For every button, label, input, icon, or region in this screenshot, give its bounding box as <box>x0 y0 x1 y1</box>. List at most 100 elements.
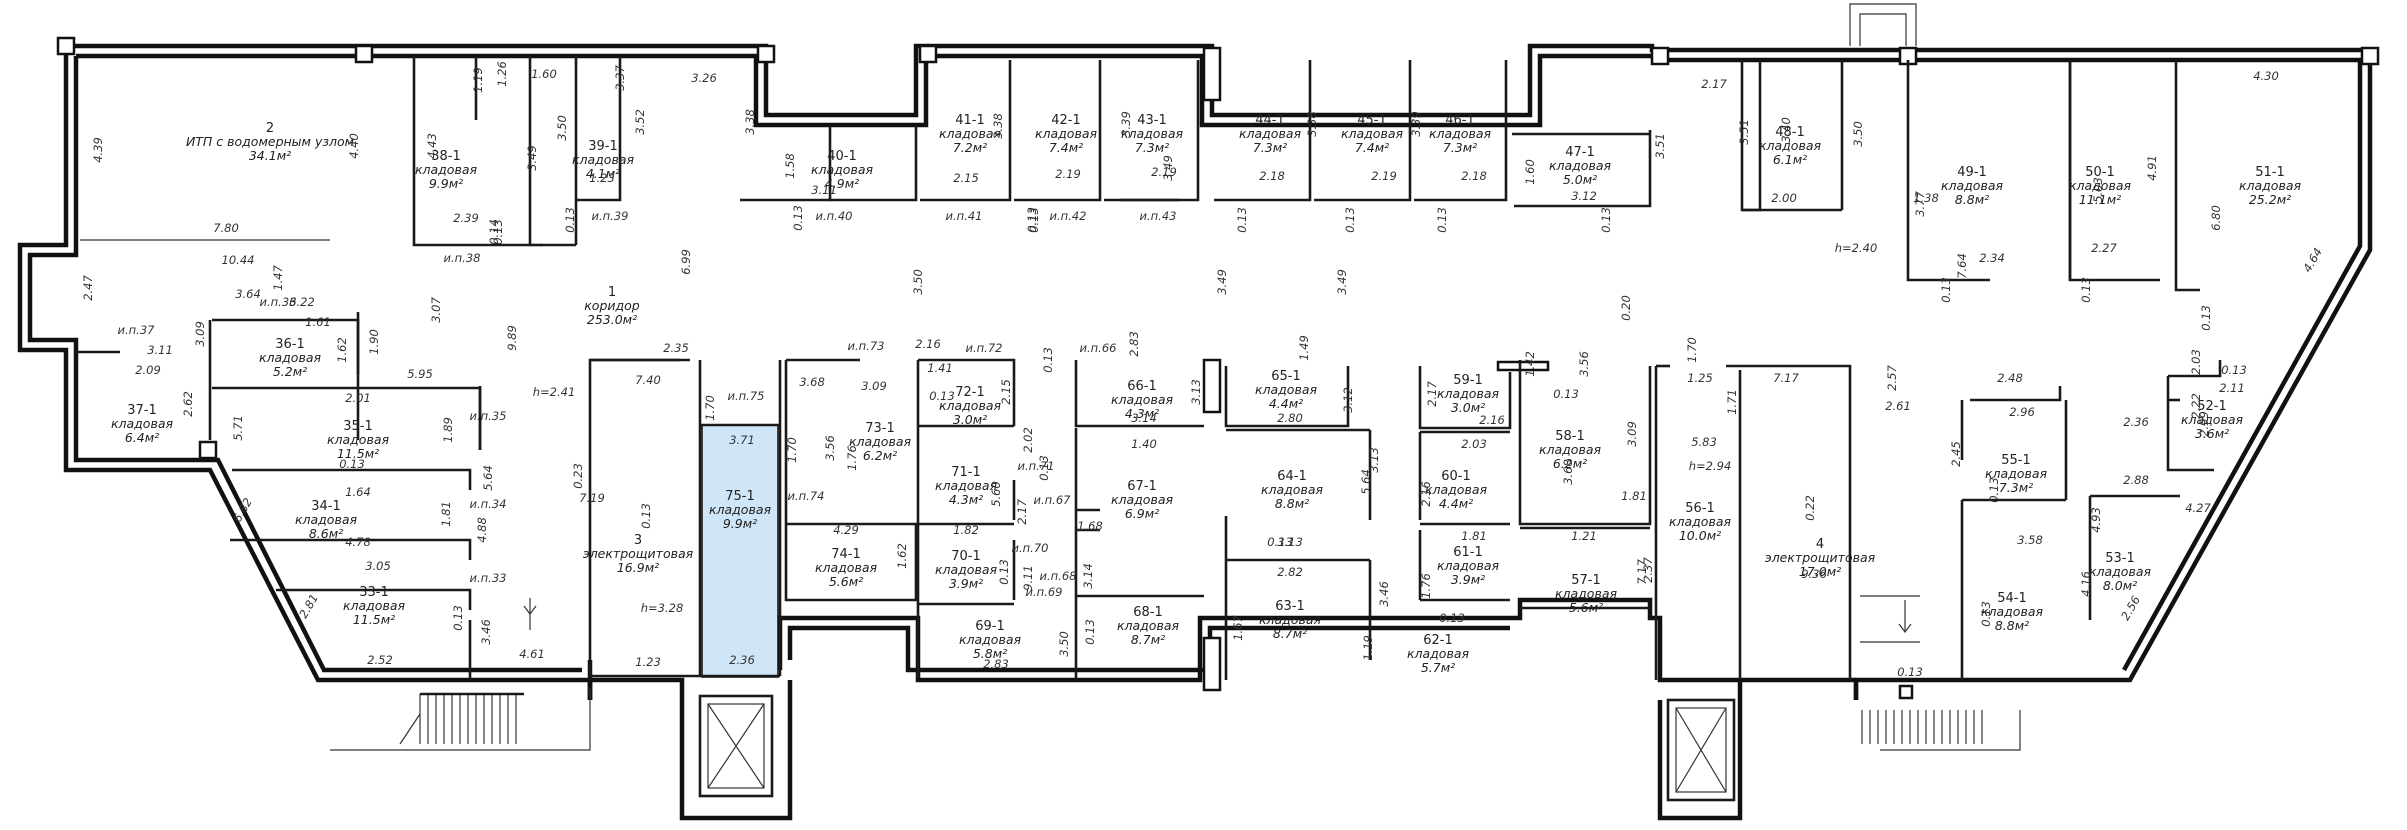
dimension-label: 3.56 <box>823 435 837 461</box>
room-type: кладовая <box>1259 612 1322 627</box>
room-number: 75-1 <box>725 489 755 504</box>
dimension-label: 5.60 <box>989 481 1003 507</box>
dimension-label: 5.64 <box>1359 469 1373 495</box>
room-type: кладовая <box>1407 646 1470 661</box>
room-type: кладовая <box>1341 126 1404 141</box>
dimension-label: 3.71 <box>729 433 755 447</box>
room-area: 5.7м² <box>1421 660 1455 675</box>
room-number: 56-1 <box>1685 501 1715 516</box>
dimension-label: 3.68 <box>799 375 825 389</box>
dimension-label: 2.16 <box>1479 413 1505 427</box>
dimension-label: 5.03 <box>2091 177 2105 203</box>
dimension-label: 0.13 <box>1025 207 1039 233</box>
room-area: 9.9м² <box>723 516 757 531</box>
dimension-label: 4.40 <box>347 133 361 159</box>
dimension-label: 1.19 <box>471 67 485 93</box>
ceiling-height-label: h=2.94 <box>1689 459 1732 473</box>
room-number: 43-1 <box>1137 113 1167 128</box>
dimension-label: 1.47 <box>271 265 285 291</box>
room-type: кладовая <box>935 562 998 577</box>
elevator-shaft-left <box>698 694 774 798</box>
room-type: кладовая <box>327 432 390 447</box>
dimension-label: 3.51 <box>1737 119 1751 145</box>
opening-label: и.п.38 <box>444 251 481 265</box>
dimension-label: 2.27 <box>2091 241 2117 255</box>
room-area: 5.0м² <box>1563 172 1597 187</box>
elevator-shaft-right <box>1666 698 1736 802</box>
dimension-label: 1.71 <box>1725 389 1739 415</box>
dimension-label: 1.41 <box>927 361 953 375</box>
dimension-label: 1.67 <box>1231 615 1245 641</box>
room-type: кладовая <box>1437 558 1500 573</box>
dimension-label: 2.35 <box>663 341 689 355</box>
room-area: 5.2м² <box>273 364 307 379</box>
dimension-label: 4.29 <box>833 523 859 537</box>
dimension-label: 0.13 <box>1897 665 1923 679</box>
room-type: кладовая <box>1111 392 1174 407</box>
ceiling-height-label: h=3.28 <box>641 601 684 615</box>
room-number: 64-1 <box>1277 469 1307 484</box>
opening-label: и.п.74 <box>788 489 825 503</box>
room-number: 55-1 <box>2001 453 2031 468</box>
dimension-label: 1.64 <box>345 485 371 499</box>
room-type: кладовая <box>1437 386 1500 401</box>
room-type: кладовая <box>1239 126 1302 141</box>
room-75-1-highlight[interactable] <box>701 424 779 678</box>
room-type: кладовая <box>295 512 358 527</box>
room-type: кладовая <box>2181 412 2244 427</box>
room-number: 42-1 <box>1051 113 1081 128</box>
opening-label: и.п.71 <box>1018 459 1055 473</box>
dimension-label: 4.93 <box>2089 507 2103 533</box>
dimension-label: 1.60 <box>1523 159 1537 185</box>
dimension-label: 2.57 <box>1885 365 1899 391</box>
dimension-label: 3.50 <box>1851 121 1865 147</box>
